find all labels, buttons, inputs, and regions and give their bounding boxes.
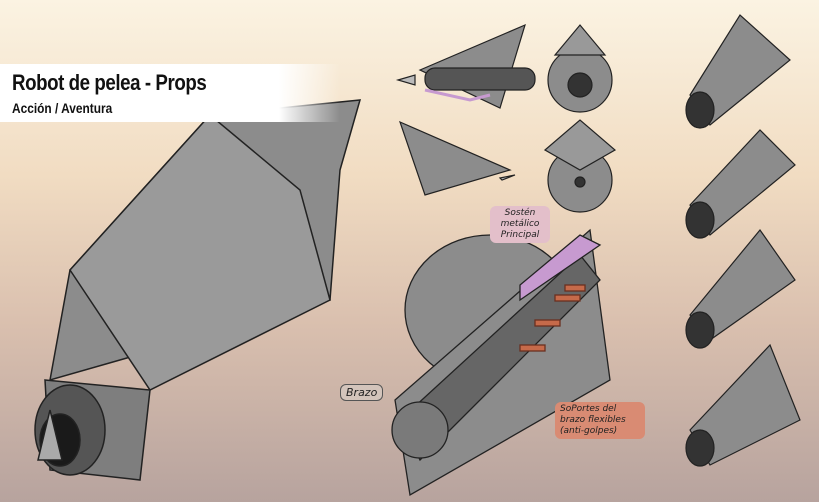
cutaway-view bbox=[391, 228, 611, 497]
annotation-main-support: Sostén metálico Principal bbox=[490, 206, 550, 243]
main-prop-view bbox=[34, 99, 362, 481]
front-view-top bbox=[547, 24, 613, 113]
annotation-arm: Brazo bbox=[340, 384, 384, 401]
side-view-top bbox=[395, 23, 536, 109]
title-banner bbox=[0, 64, 340, 122]
right-column-views bbox=[685, 14, 801, 467]
page-title: Robot de pelea - Props bbox=[12, 70, 207, 95]
annotation-flexible-supports: SoPortes del brazo flexibles (anti-golpe… bbox=[555, 402, 645, 439]
side-view-bottom bbox=[398, 120, 516, 196]
front-view-bottom bbox=[543, 119, 617, 213]
page-subtitle: Acción / Aventura bbox=[12, 100, 113, 116]
